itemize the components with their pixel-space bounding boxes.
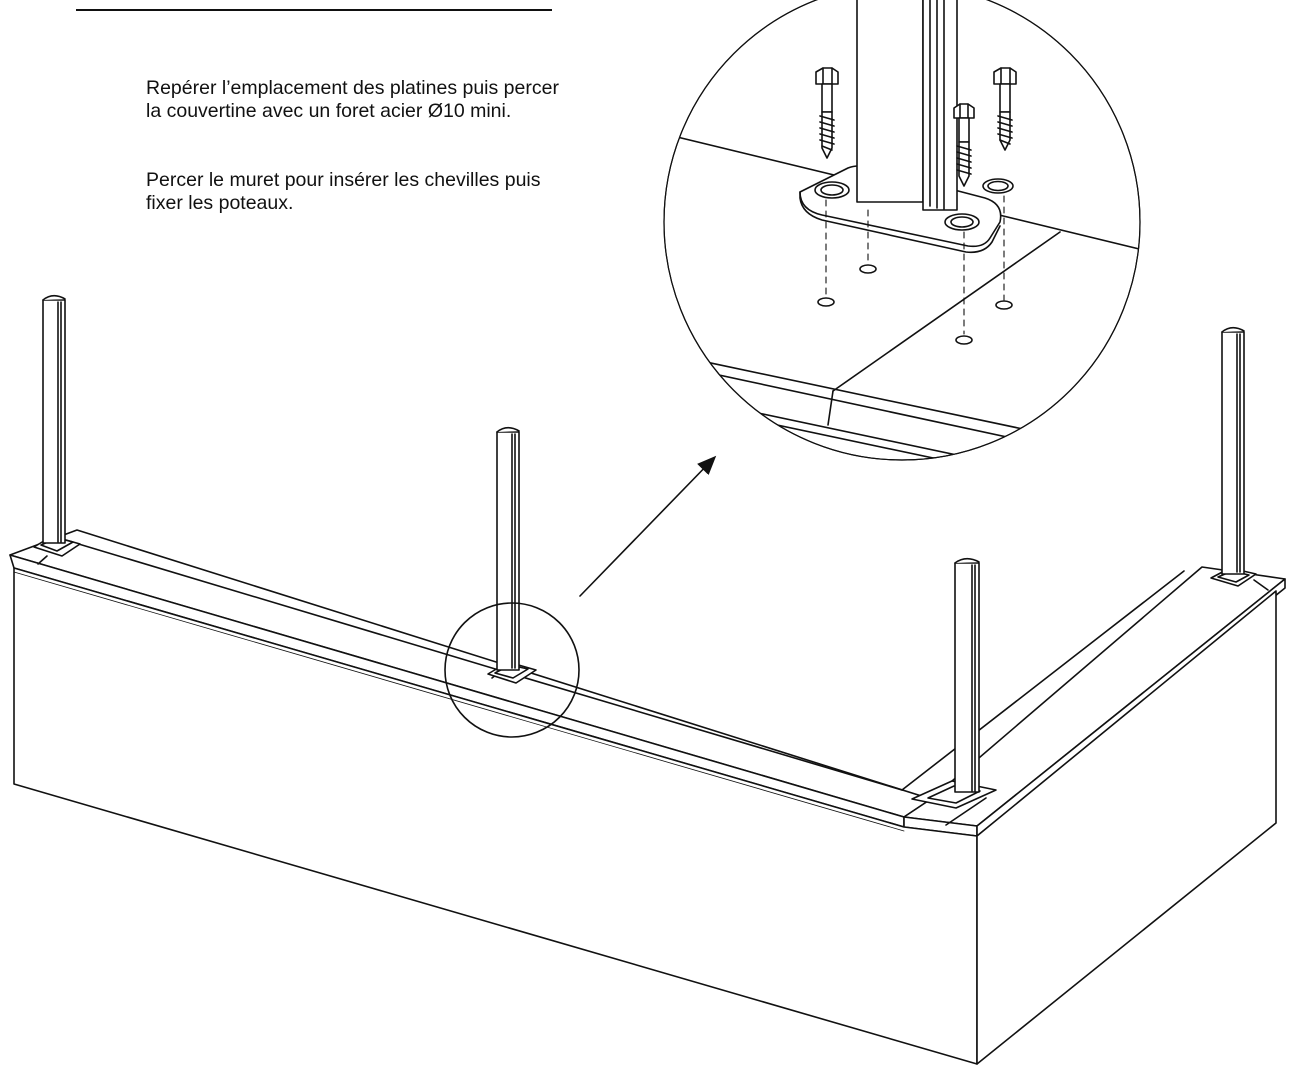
detail-drill-guides xyxy=(825,195,1005,335)
detail-drill-hole xyxy=(995,300,1013,310)
detail-drill-hole xyxy=(859,264,877,274)
detail-screw-3 xyxy=(953,103,975,187)
detail-coping-joint xyxy=(832,231,1061,392)
coping-inner-line xyxy=(71,541,903,791)
post-1 xyxy=(33,294,81,557)
coping-inner-line-side xyxy=(901,570,1185,791)
detail-plate-hole-inner xyxy=(950,216,974,228)
detail-base-plate-edge xyxy=(799,191,1001,254)
low-wall xyxy=(9,529,1286,1065)
detail-post xyxy=(856,0,924,203)
coping-joint xyxy=(1253,579,1269,591)
post-4 xyxy=(1210,326,1257,587)
wall-front-face xyxy=(13,567,978,1065)
post-2 xyxy=(487,426,537,684)
instruction-step-2: Percer le muret pour insérer les chevill… xyxy=(146,169,706,215)
post-3 xyxy=(911,557,997,809)
detail-plate-hole-inner xyxy=(987,180,1009,192)
coping-joint xyxy=(37,555,48,565)
coping-side-edge xyxy=(976,578,1286,837)
detail-plate-hole xyxy=(944,213,980,231)
detail-drill-hole xyxy=(955,335,973,345)
detail-screw-2 xyxy=(993,67,1017,151)
instruction-step-2-line-2: fixer les poteaux. xyxy=(146,192,294,214)
detail-plate-hole-inner xyxy=(820,184,844,196)
title-underline xyxy=(76,9,552,11)
coping-joint xyxy=(945,797,987,826)
detail-plate-hole xyxy=(814,181,850,199)
detail-screw-1 xyxy=(815,67,839,159)
instruction-step-2-line-1: Percer le muret pour insérer les chevill… xyxy=(146,169,541,191)
detail-drill-hole xyxy=(817,297,835,307)
detail-reference-circle xyxy=(444,602,580,738)
detail-magnified-view xyxy=(663,0,1141,461)
instruction-step-1-line-1: Repérer l’emplacement des platines puis … xyxy=(146,77,559,99)
instruction-step-1: Repérer l’emplacement des platines puis … xyxy=(146,77,746,123)
detail-arrow xyxy=(579,455,717,597)
detail-post-side xyxy=(922,0,958,211)
instruction-step-1-line-2: la couvertine avec un foret acier Ø10 mi… xyxy=(146,100,512,122)
detail-plate-hole xyxy=(982,178,1014,194)
detail-coping-joint-edge xyxy=(827,390,834,426)
wall-side-face xyxy=(976,590,1277,1065)
coping-shadow-line xyxy=(13,571,905,832)
